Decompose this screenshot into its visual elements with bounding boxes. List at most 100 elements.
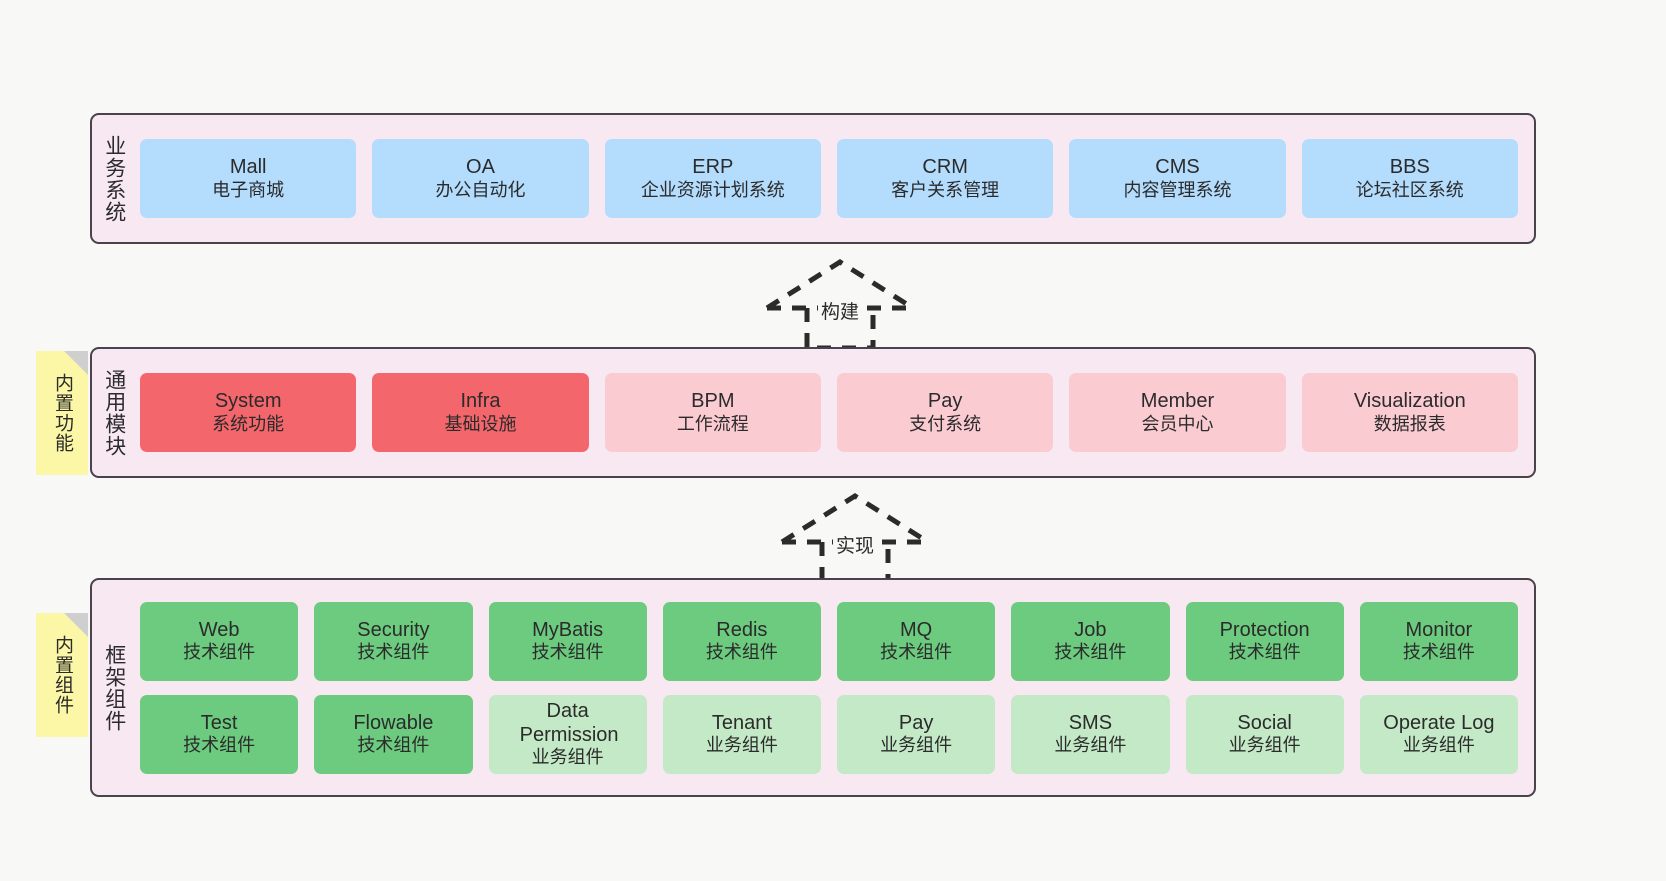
card-subtitle: 技术组件 bbox=[1402, 642, 1475, 663]
layer-common-modules: 通用模块 System 系统功能 Infra 基础设施 BPM 工作流程 Pay… bbox=[90, 347, 1536, 478]
sticky-note-builtin-features: 内置功能 bbox=[36, 351, 88, 475]
card-subtitle: 会员中心 bbox=[1141, 413, 1214, 434]
card-subtitle: 内容管理系统 bbox=[1123, 179, 1232, 200]
card-title: ERP bbox=[692, 156, 734, 179]
card-bpm[interactable]: BPM 工作流程 bbox=[604, 373, 821, 452]
layer-label-business-systems: 业务系统 bbox=[102, 134, 126, 223]
card-subtitle: 技术组件 bbox=[705, 642, 778, 663]
arrow-shaft-outline bbox=[804, 308, 876, 351]
card-monitor[interactable]: Monitor 技术组件 bbox=[1359, 601, 1518, 681]
card-infra[interactable]: Infra 基础设施 bbox=[372, 373, 589, 452]
card-crm[interactable]: CRM 客户关系管理 bbox=[836, 139, 1054, 218]
card-subtitle: 业务组件 bbox=[1054, 735, 1127, 756]
card-subtitle: 技术组件 bbox=[1228, 642, 1301, 663]
connector-label-build: 构建 bbox=[817, 296, 863, 325]
card-row: Test 技术组件 Flowable 技术组件 Data Permission … bbox=[140, 694, 1518, 774]
card-subtitle: 工作流程 bbox=[676, 413, 749, 434]
card-title: MQ bbox=[900, 618, 933, 641]
card-subtitle: 技术组件 bbox=[183, 642, 256, 663]
card-cms[interactable]: CMS 内容管理系统 bbox=[1069, 139, 1286, 218]
card-subtitle: 技术组件 bbox=[1054, 642, 1127, 663]
sticky-note-label: 内置组件 bbox=[52, 635, 74, 715]
card-flowable[interactable]: Flowable 技术组件 bbox=[314, 694, 473, 774]
card-title: Member bbox=[1140, 390, 1215, 413]
card-title: Infra bbox=[460, 390, 501, 413]
card-job[interactable]: Job 技术组件 bbox=[1011, 601, 1170, 681]
card-row: Mall 电子商城 OA 办公自动化 ERP 企业资源计划系统 CRM 客户关系… bbox=[140, 139, 1518, 218]
card-web[interactable]: Web 技术组件 bbox=[140, 601, 299, 681]
card-subtitle: 支付系统 bbox=[909, 413, 982, 434]
card-bbs[interactable]: BBS 论坛社区系统 bbox=[1301, 139, 1518, 218]
card-title: BBS bbox=[1389, 156, 1430, 179]
card-subtitle: 数据报表 bbox=[1373, 413, 1446, 434]
arrow-head-outline bbox=[765, 259, 915, 311]
card-title: CMS bbox=[1155, 156, 1200, 179]
sticky-note-builtin-components: 内置组件 bbox=[36, 613, 88, 737]
card-sms[interactable]: SMS 业务组件 bbox=[1011, 694, 1170, 774]
connector-label-implement: 实现 bbox=[832, 530, 878, 559]
card-protection[interactable]: Protection 技术组件 bbox=[1185, 601, 1344, 681]
card-visualization[interactable]: Visualization 数据报表 bbox=[1301, 373, 1518, 452]
card-pay[interactable]: Pay 支付系统 bbox=[836, 373, 1054, 452]
card-title: Flowable bbox=[353, 711, 434, 734]
card-subtitle: 技术组件 bbox=[531, 642, 604, 663]
card-mall[interactable]: Mall 电子商城 bbox=[140, 139, 357, 218]
card-security[interactable]: Security 技术组件 bbox=[314, 601, 473, 681]
card-subtitle: 技术组件 bbox=[183, 735, 256, 756]
card-title: Social bbox=[1237, 711, 1292, 734]
card-title: Visualization bbox=[1353, 390, 1466, 413]
arrow-head-outline bbox=[780, 493, 930, 545]
card-subtitle: 企业资源计划系统 bbox=[640, 179, 785, 200]
layer-label-framework-components: 框架组件 bbox=[102, 643, 126, 732]
card-title: Operate Log bbox=[1383, 711, 1495, 734]
card-title: Web bbox=[198, 618, 240, 641]
card-operate-log[interactable]: Operate Log 业务组件 bbox=[1359, 694, 1518, 774]
layer-body-business-systems: Mall 电子商城 OA 办公自动化 ERP 企业资源计划系统 CRM 客户关系… bbox=[136, 115, 1534, 242]
card-subtitle: 基础设施 bbox=[444, 413, 517, 434]
card-title: MyBatis bbox=[532, 618, 604, 641]
card-title: System bbox=[214, 390, 282, 413]
card-subtitle: 系统功能 bbox=[212, 413, 285, 434]
card-subtitle: 业务组件 bbox=[880, 735, 953, 756]
card-mybatis[interactable]: MyBatis 技术组件 bbox=[488, 601, 647, 681]
connector-build: 构建 bbox=[755, 256, 925, 352]
card-subtitle: 电子商城 bbox=[212, 179, 285, 200]
card-title: Tenant bbox=[711, 711, 772, 734]
card-subtitle: 论坛社区系统 bbox=[1355, 179, 1464, 200]
connector-implement: 实现 bbox=[770, 490, 940, 586]
card-subtitle: 技术组件 bbox=[357, 735, 430, 756]
card-title: OA bbox=[466, 156, 495, 179]
card-subtitle: 办公自动化 bbox=[435, 179, 526, 200]
card-tenant[interactable]: Tenant 业务组件 bbox=[662, 694, 821, 774]
card-test[interactable]: Test 技术组件 bbox=[140, 694, 299, 774]
card-title: Security bbox=[357, 618, 430, 641]
layer-framework-components: 框架组件 Web 技术组件 Security 技术组件 MyBatis 技术组件… bbox=[90, 578, 1536, 797]
card-erp[interactable]: ERP 企业资源计划系统 bbox=[604, 139, 821, 218]
layer-label-common-modules: 通用模块 bbox=[102, 368, 126, 457]
card-row: System 系统功能 Infra 基础设施 BPM 工作流程 Pay 支付系统… bbox=[140, 373, 1518, 452]
card-subtitle: 技术组件 bbox=[880, 642, 953, 663]
card-data-permission[interactable]: Data Permission 业务组件 bbox=[488, 694, 647, 774]
card-subtitle: 业务组件 bbox=[531, 747, 604, 768]
card-subtitle: 客户关系管理 bbox=[891, 179, 1000, 200]
card-row: Web 技术组件 Security 技术组件 MyBatis 技术组件 Redi… bbox=[140, 601, 1518, 681]
card-social[interactable]: Social 业务组件 bbox=[1185, 694, 1344, 774]
card-mq[interactable]: MQ 技术组件 bbox=[837, 601, 996, 681]
card-member[interactable]: Member 会员中心 bbox=[1069, 373, 1286, 452]
card-system[interactable]: System 系统功能 bbox=[140, 373, 357, 452]
layer-body-common-modules: System 系统功能 Infra 基础设施 BPM 工作流程 Pay 支付系统… bbox=[136, 349, 1534, 476]
card-subtitle: 业务组件 bbox=[1228, 735, 1301, 756]
card-title: Redis bbox=[716, 618, 768, 641]
card-title: Pay bbox=[898, 711, 934, 734]
layer-business-systems: 业务系统 Mall 电子商城 OA 办公自动化 ERP 企业资源计划系统 CRM… bbox=[90, 113, 1536, 244]
card-title: Monitor bbox=[1405, 618, 1473, 641]
sticky-note-label: 内置功能 bbox=[52, 373, 74, 453]
card-subtitle: 业务组件 bbox=[1402, 735, 1475, 756]
card-pay-component[interactable]: Pay 业务组件 bbox=[837, 694, 996, 774]
card-title: Data Permission bbox=[519, 699, 619, 747]
card-title: CRM bbox=[922, 156, 968, 179]
card-redis[interactable]: Redis 技术组件 bbox=[662, 601, 821, 681]
card-title: BPM bbox=[691, 390, 735, 413]
card-oa[interactable]: OA 办公自动化 bbox=[372, 139, 589, 218]
